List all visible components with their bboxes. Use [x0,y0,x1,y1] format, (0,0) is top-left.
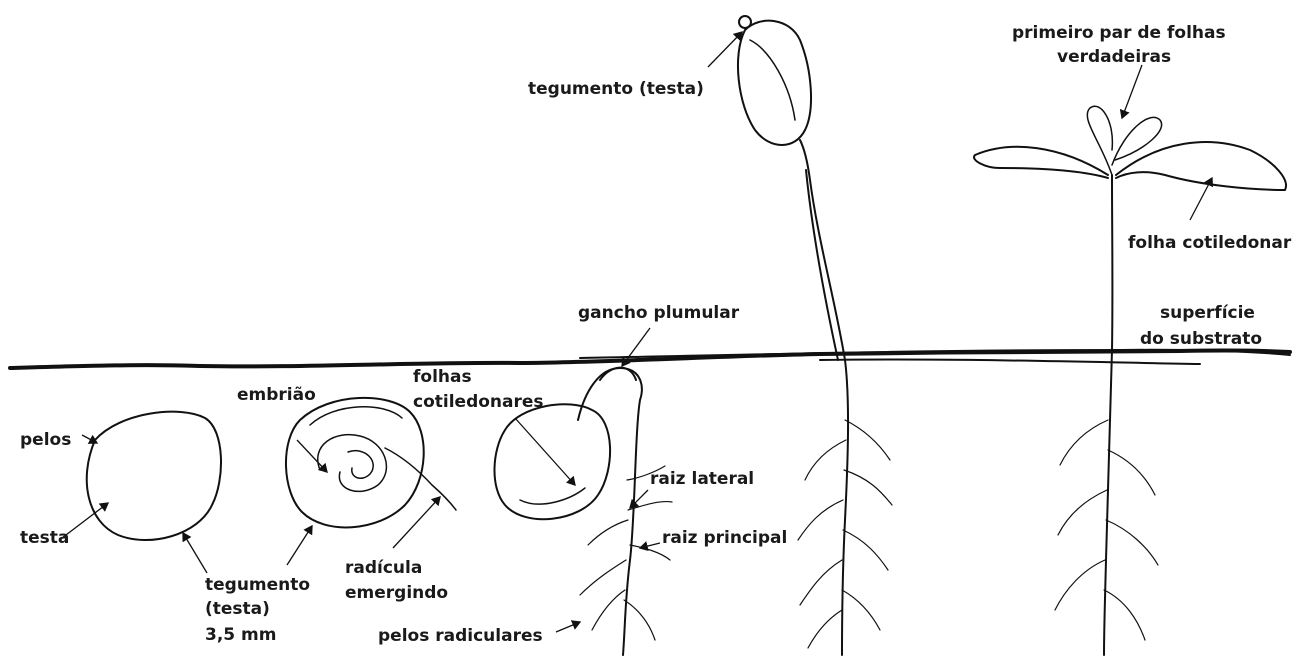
label-tegumento-testa: tegumento (testa) [528,79,704,99]
label-primeiro-par-2: verdadeiras [1057,47,1171,67]
label-tegumento-3: 3,5 mm [205,625,276,645]
label-primeiro-par-1: primeiro par de folhas [1012,23,1226,43]
seed-stage-1 [87,412,221,540]
label-superficie-2: do substrato [1140,329,1262,349]
arrow-primeiro-par [1122,65,1142,118]
arrow-folha-cotiledonar [1190,178,1212,220]
label-raiz-principal: raiz principal [662,528,787,548]
pointer-arrows [62,32,1212,632]
label-superficie-1: superfície [1160,303,1255,323]
label-folhas-cotiledonares-1: folhas [413,367,472,387]
arrow-tegumento-2 [287,526,312,565]
label-tegumento-1: tegumento [205,575,310,595]
seedling-stage-4 [738,16,892,655]
label-embriao: embrião [237,385,316,405]
substrate-surface-line [10,350,1290,368]
label-pelos-radiculares: pelos radiculares [378,626,543,646]
arrow-folhas-cotiledonares [515,418,575,485]
arrow-raiz-principal [640,543,660,548]
label-folha-cotiledonar: folha cotiledonar [1128,233,1292,253]
label-tegumento-2: (testa) [205,599,270,619]
label-pelos: pelos [20,430,71,450]
arrow-pelos-radiculares [556,622,580,632]
label-radicula-2: emergindo [345,583,448,603]
arrow-tegumento [183,533,207,573]
label-gancho-plumular: gancho plumular [578,303,740,323]
label-raiz-lateral: raiz lateral [650,469,754,489]
label-radicula-1: radícula [345,558,422,578]
plant-stage-5 [974,106,1286,655]
label-testa: testa [20,528,69,548]
arrow-radicula [393,497,440,548]
label-folhas-cotiledonares-2: cotiledonares [413,392,544,412]
arrow-tegumento-top [708,32,742,67]
